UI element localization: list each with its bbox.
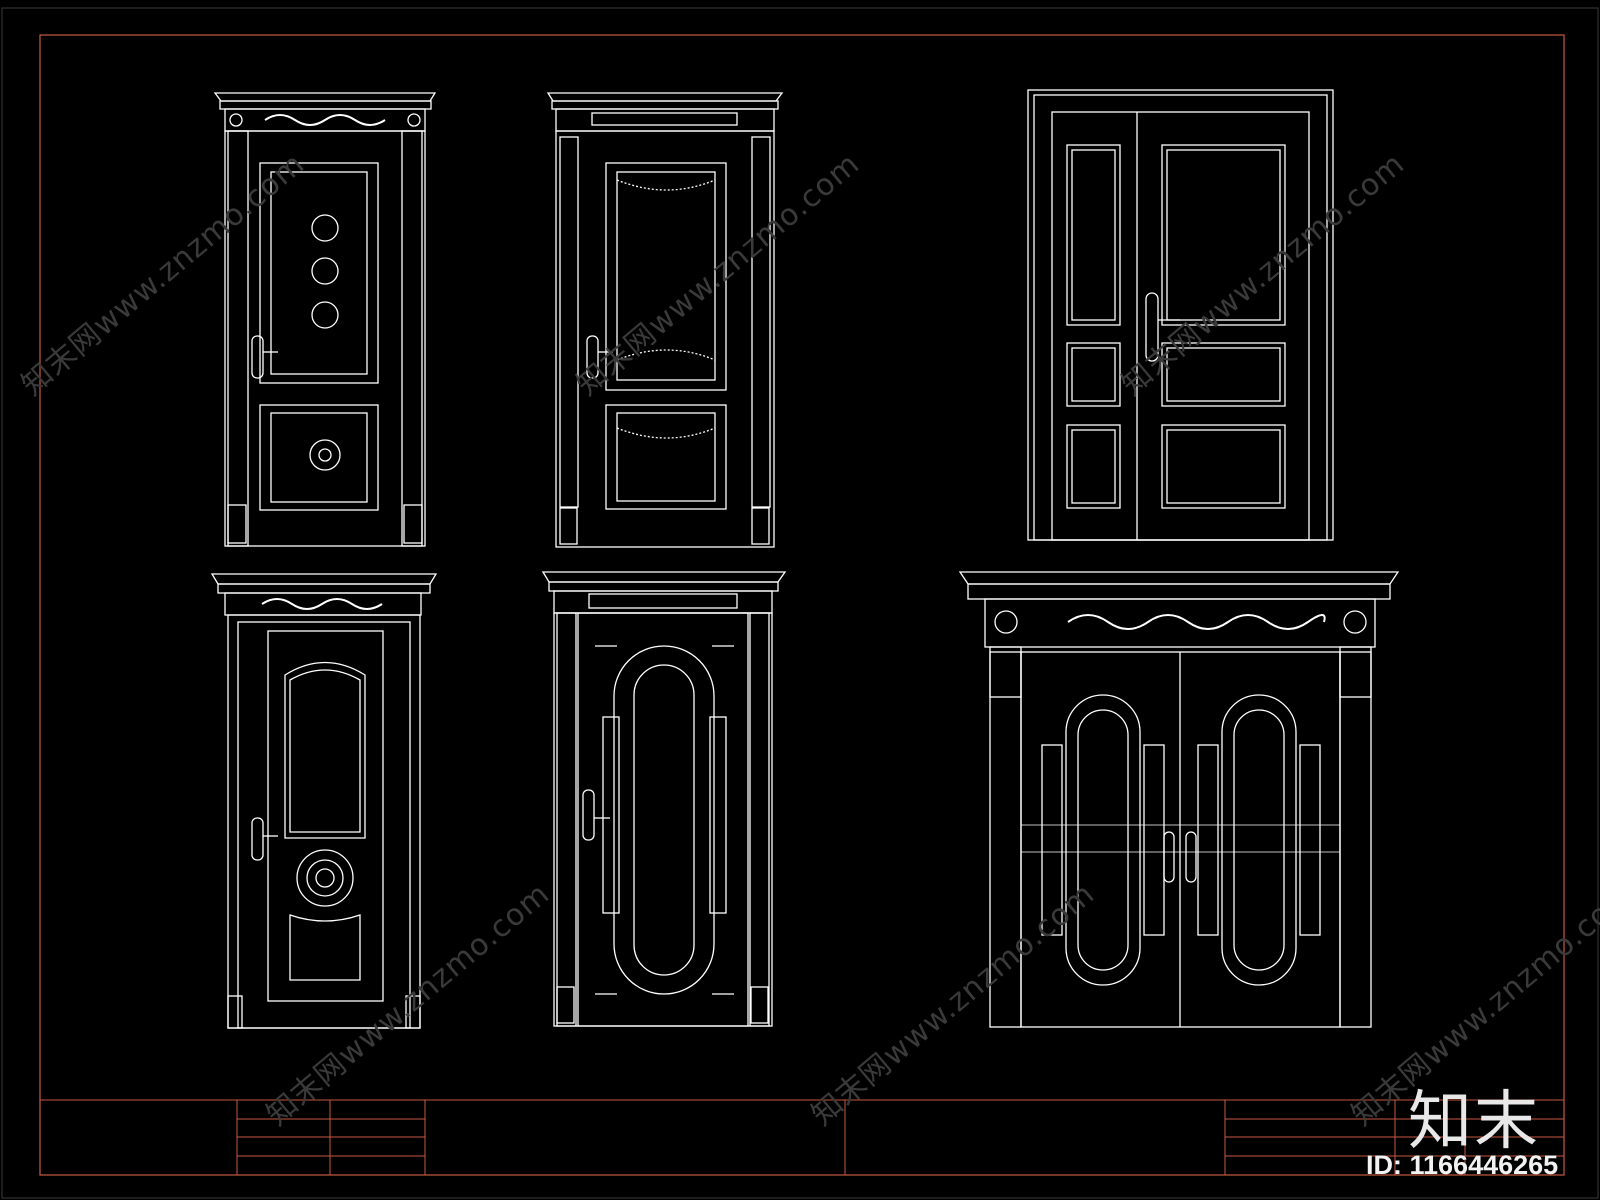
door-single-beaded-panels (546, 92, 784, 548)
door-single-floral-inlay (213, 92, 437, 547)
drawing-frame (1, 7, 1599, 1199)
title-block (40, 1099, 1564, 1175)
brand-logo: 知末 (1408, 1085, 1540, 1159)
door-double-grand-entrance (958, 571, 1400, 1028)
door-double-unequal (1027, 89, 1334, 541)
door-single-oval-panels (541, 571, 787, 1027)
door-single-arched-medallion (210, 573, 438, 1029)
image-id-label: ID: 1166446265 (1366, 1150, 1559, 1180)
